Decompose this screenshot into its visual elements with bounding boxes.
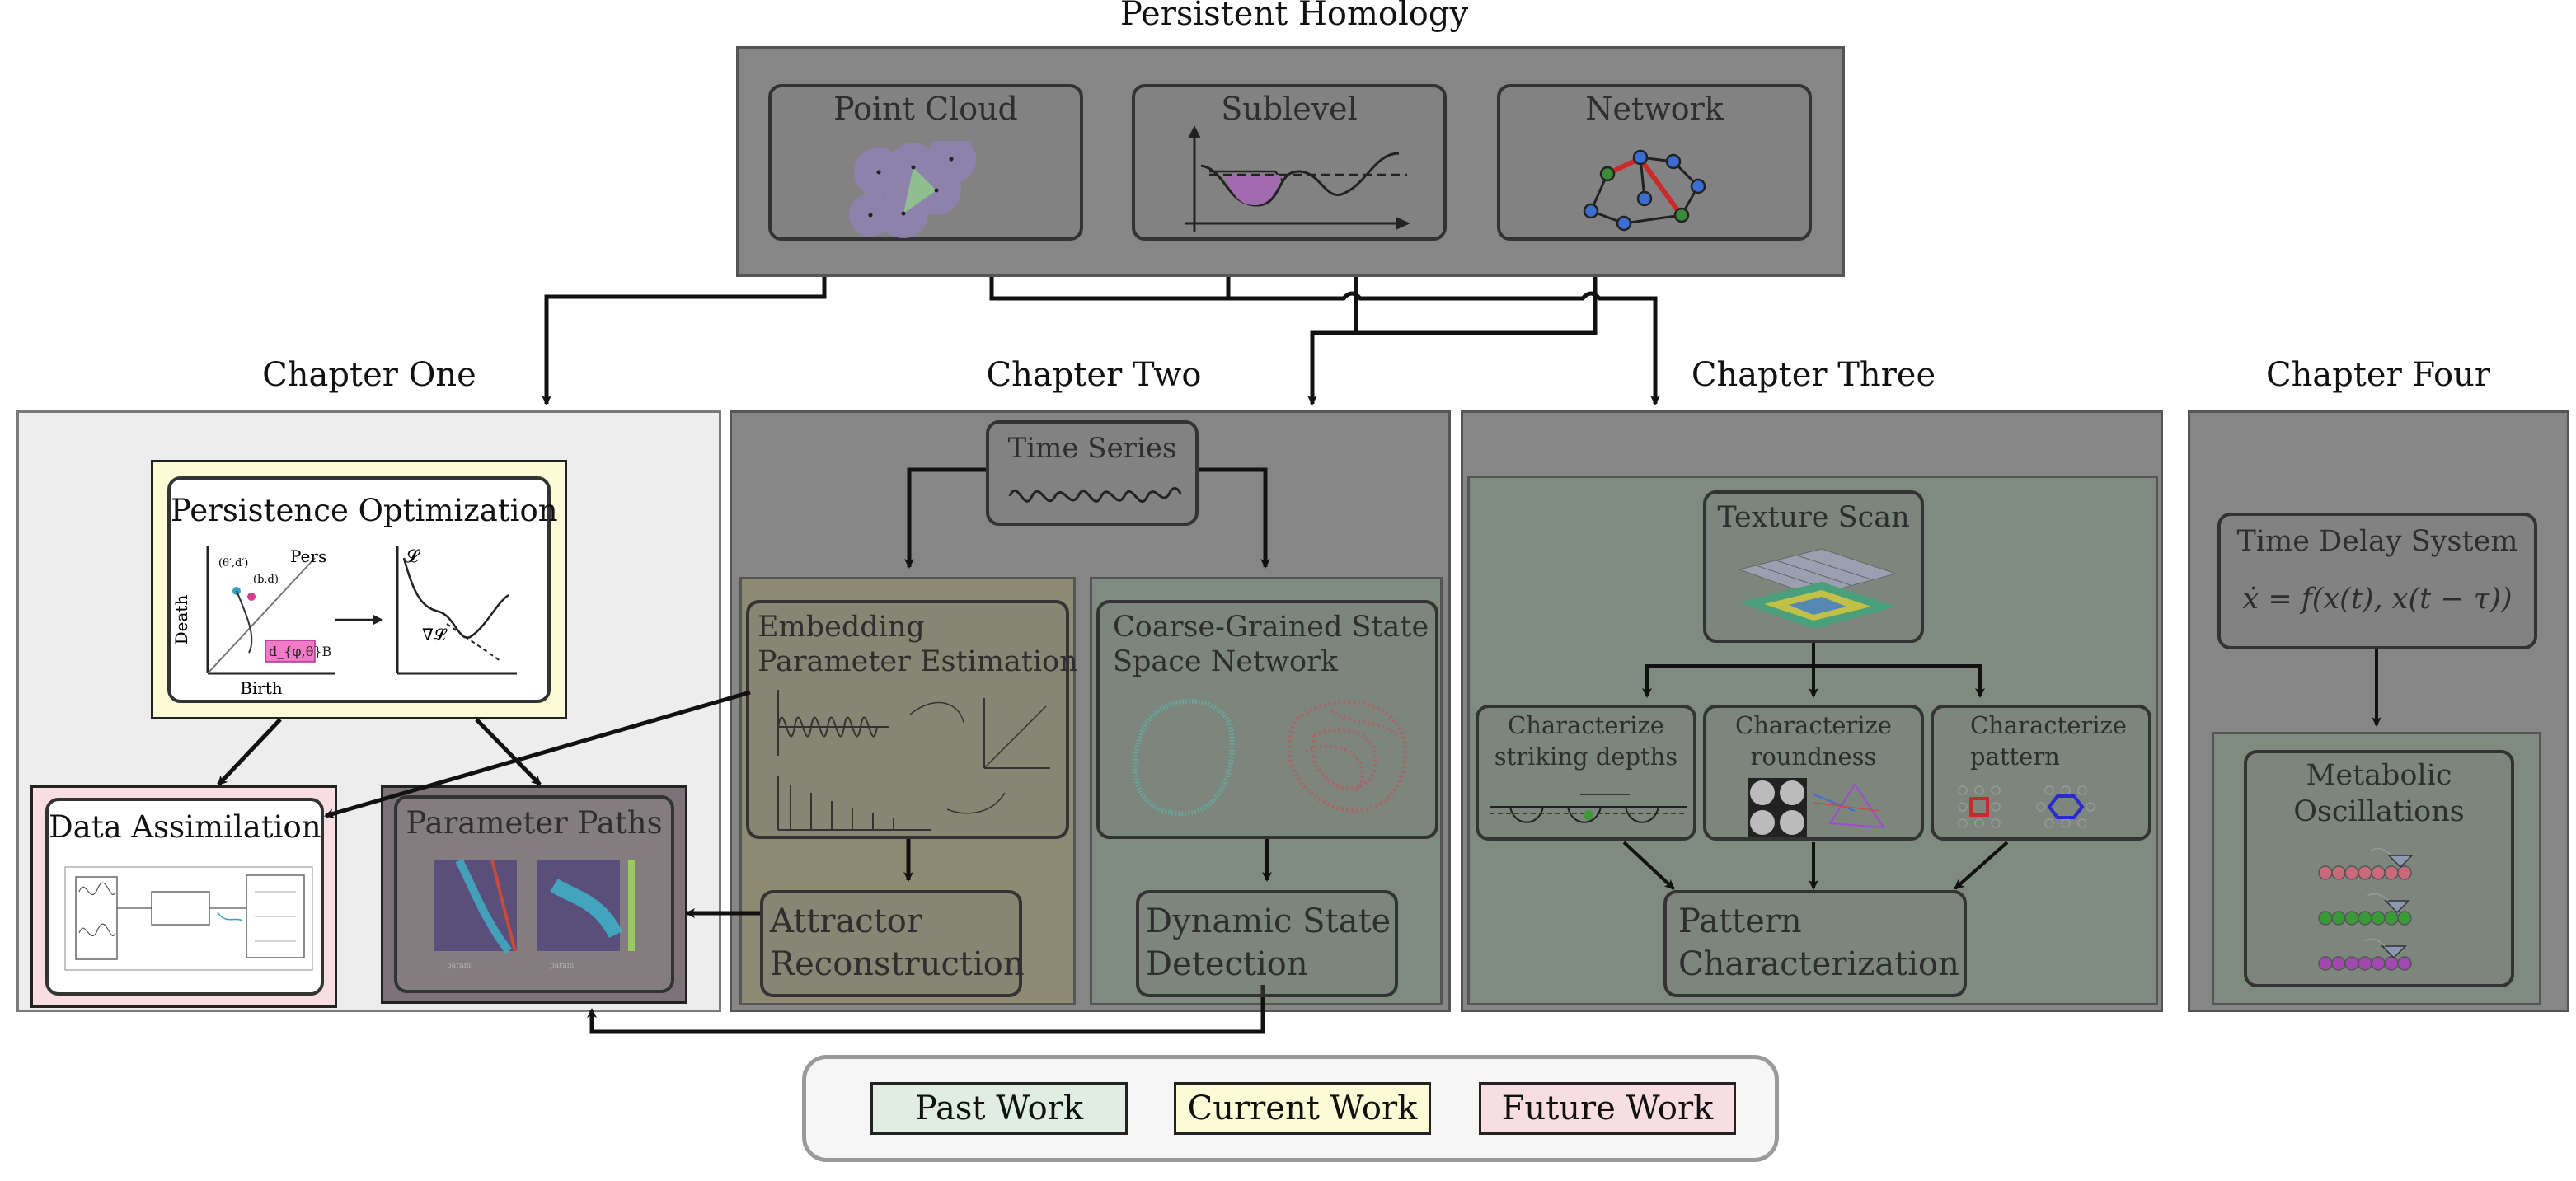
legend-past-work: Past Work [870,1082,1128,1135]
persistent-homology-title: Persistent Homology [1119,0,1469,33]
coarse-grained-figure [1132,698,1408,817]
po-birth-label: Birth [240,678,283,698]
data-assimilation-node[interactable]: Data Assimilation [45,798,324,996]
sublevel-label: Sublevel [1221,91,1358,127]
time-series-node[interactable]: Time Series [986,420,1199,526]
embedding-figure [777,690,1050,831]
legend-current-work: Current Work [1174,1082,1431,1135]
po-pers-label: Pers [290,546,326,566]
arrow-embedding-to-da [324,690,751,818]
parameter-paths-label: Parameter Paths [406,805,663,841]
po-loss-label: 𝓛 [406,546,421,567]
po-badge [265,640,316,663]
coarse-grained-label-line2: Space Network [1113,645,1339,678]
roundness-icon [1748,778,1885,837]
time-series-label: Time Series [1007,432,1177,465]
point-cloud-label: Point Cloud [833,91,1018,127]
striking-depths-icon [1490,794,1687,823]
network-node[interactable]: Network [1497,84,1812,241]
point-cloud-icon [849,141,976,238]
pattern-icon [1958,785,2095,828]
legend-future-work: Future Work [1479,1082,1736,1135]
persistence-optimization-node[interactable]: Persistence Optimization Death Birth Per… [167,476,558,703]
metabolic-label-line1: Metabolic [2306,759,2452,792]
attractor-label-line2: Reconstruction [770,945,1025,983]
arrow-sublevel-to-ch2-b [1307,239,1358,405]
data-assimilation-label: Data Assimilation [49,809,321,845]
metabolic-chains-icon [2318,847,2414,971]
roundness-node[interactable]: Characterize roundness [1703,705,1924,841]
roundness-label-line1: Characterize [1735,711,1892,739]
striking-depths-label-line2: striking depths [1494,743,1678,771]
coarse-grained-past-region [1090,577,1443,1005]
persistence-optimization-label: Persistence Optimization [171,493,558,528]
po-badge-label: d_{φ,θ}B [269,644,331,659]
pattern-label-line2: pattern [1970,743,2060,771]
metabolic-oscillations-node[interactable]: Metabolic Oscillations [2244,750,2514,987]
arrow-po-to-da [217,718,282,786]
data-assimilation-figure [64,866,313,971]
persistence-optimization-plot: Death Birth Pers (θ′,d′) (b,d) d_{φ,θ}B … [171,546,517,698]
embedding-node[interactable]: Embedding Parameter Estimation [746,600,1078,839]
metabolic-label-line2: Oscillations [2293,795,2465,828]
pattern-node[interactable]: Characterize pattern [1931,705,2151,841]
roundness-label-line2: roundness [1750,743,1877,771]
pattern-label-line1: Characterize [1970,711,2127,739]
dynamic-state-label-line2: Detection [1146,945,1308,983]
pattern-char-label-line1: Pattern [1678,902,1802,940]
svg-text:param: param [447,962,472,970]
texture-scan-label: Texture Scan [1717,501,1910,534]
pattern-characterization-node[interactable]: Pattern Characterization [1663,890,1967,997]
arrow-po-to-pp [475,718,542,786]
coarse-grained-label-line1: Coarse-Grained State [1113,611,1429,644]
point-cloud-node[interactable]: Point Cloud [768,84,1083,241]
texture-scan-node[interactable]: Texture Scan [1703,490,1924,643]
dynamic-state-label-line1: Dynamic State [1146,902,1391,940]
po-point1-label: (θ′,d′) [218,557,248,569]
pattern-char-label-line2: Characterization [1678,945,1959,983]
dynamic-state-detection-node[interactable]: Dynamic State Detection [1136,890,1398,997]
time-series-wave-icon [1008,487,1182,504]
po-point2-label: (b,d) [253,574,279,586]
time-delay-system-node[interactable]: Time Delay System ẋ = f(x(t), x(t − τ)) [2217,513,2537,649]
striking-depths-node[interactable]: Characterize striking depths [1476,705,1696,841]
po-death-label: Death [171,595,191,645]
network-label: Network [1585,91,1724,127]
time-delay-equation: ẋ = f(x(t), x(t − τ)) [2242,583,2513,616]
attractor-label-line1: Attractor [770,902,922,940]
svg-text:param: param [550,962,575,970]
parameter-paths-node[interactable]: Parameter Paths param param [394,795,674,993]
po-grad-label: ∇𝓛 [422,625,448,644]
chapter-three-title: Chapter Three [1691,356,1936,394]
parameter-paths-dark-box [381,785,687,1004]
attractor-reconstruction-node[interactable]: Attractor Reconstruction [760,890,1025,997]
network-icon [1583,149,1706,232]
embedding-label-line2: Parameter Estimation [758,645,1078,678]
striking-depths-label-line1: Characterize [1508,711,1664,739]
parameter-paths-figure: param param [434,858,635,970]
sublevel-node[interactable]: Sublevel [1132,84,1447,241]
texture-scan-icon [1738,548,1898,629]
coarse-grained-node[interactable]: Coarse-Grained State Space Network [1096,600,1438,839]
sublevel-icon [1185,125,1410,232]
chapter-one-title: Chapter One [262,356,476,394]
time-delay-system-label: Time Delay System [2236,525,2518,558]
chapter-two-title: Chapter Two [986,356,1202,394]
chapter-four-title: Chapter Four [2266,356,2490,394]
embedding-label-line1: Embedding [758,611,925,644]
